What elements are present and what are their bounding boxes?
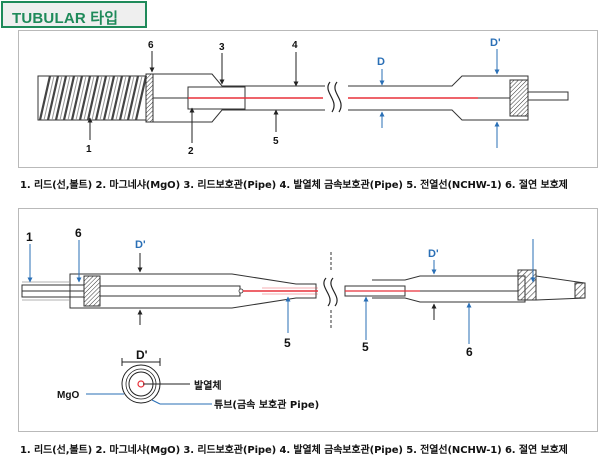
cross-section: D' MgO 발열체 튜브(금속 보호관 Pipe): [57, 348, 319, 411]
diagram-panel-bottom: [18, 208, 598, 432]
label-mgo: MgO: [57, 390, 79, 401]
label2-5b: 5: [362, 340, 369, 354]
break-symbol: [327, 81, 342, 113]
title-box: TUBULAR 타입: [1, 1, 147, 28]
legend-caption-bottom: 1. 리드(선,볼트) 2. 마그네샤(MgO) 3. 리드보호관(Pipe) …: [20, 445, 568, 456]
label2-d-prime-b: D': [428, 248, 439, 260]
label2-d-prime-a: D': [135, 239, 146, 251]
break-symbol-2: [323, 277, 338, 307]
label-2: 2: [188, 146, 194, 157]
label-tube: 튜브(금속 보호관 Pipe): [214, 398, 319, 411]
label-1: 1: [86, 144, 92, 155]
heater-left-body: [21, 273, 317, 309]
sheath-right: [348, 75, 569, 121]
label2-d-prime-c: D': [136, 348, 148, 362]
insulator-ring: [145, 73, 154, 123]
diagram-top: 6 3 4 1 2 5 D D': [37, 37, 569, 157]
label-5: 5: [273, 136, 279, 147]
page-title: TUBULAR 타입: [12, 10, 119, 27]
label2-6b: 6: [466, 345, 473, 359]
legend-caption-top: 1. 리드(선,볼트) 2. 마그네샤(MgO) 3. 리드보호관(Pipe) …: [20, 180, 568, 191]
label-4: 4: [292, 40, 298, 51]
label-d-prime: D': [490, 37, 501, 49]
label-d: D: [377, 56, 385, 68]
label2-1: 1: [26, 230, 33, 244]
label-6: 6: [148, 40, 154, 51]
label2-5a: 5: [284, 336, 291, 350]
label2-6a: 6: [75, 226, 82, 240]
heater-right-body: [344, 269, 586, 303]
lead-bolt-thread: [37, 75, 148, 121]
label-3: 3: [219, 42, 225, 53]
label-heater: 발열체: [194, 379, 222, 392]
diagram-bottom: 1 6 D' 5 5 D' 6 D' MgO 발열체 튜브(금속 보호관 Pip…: [21, 226, 586, 411]
